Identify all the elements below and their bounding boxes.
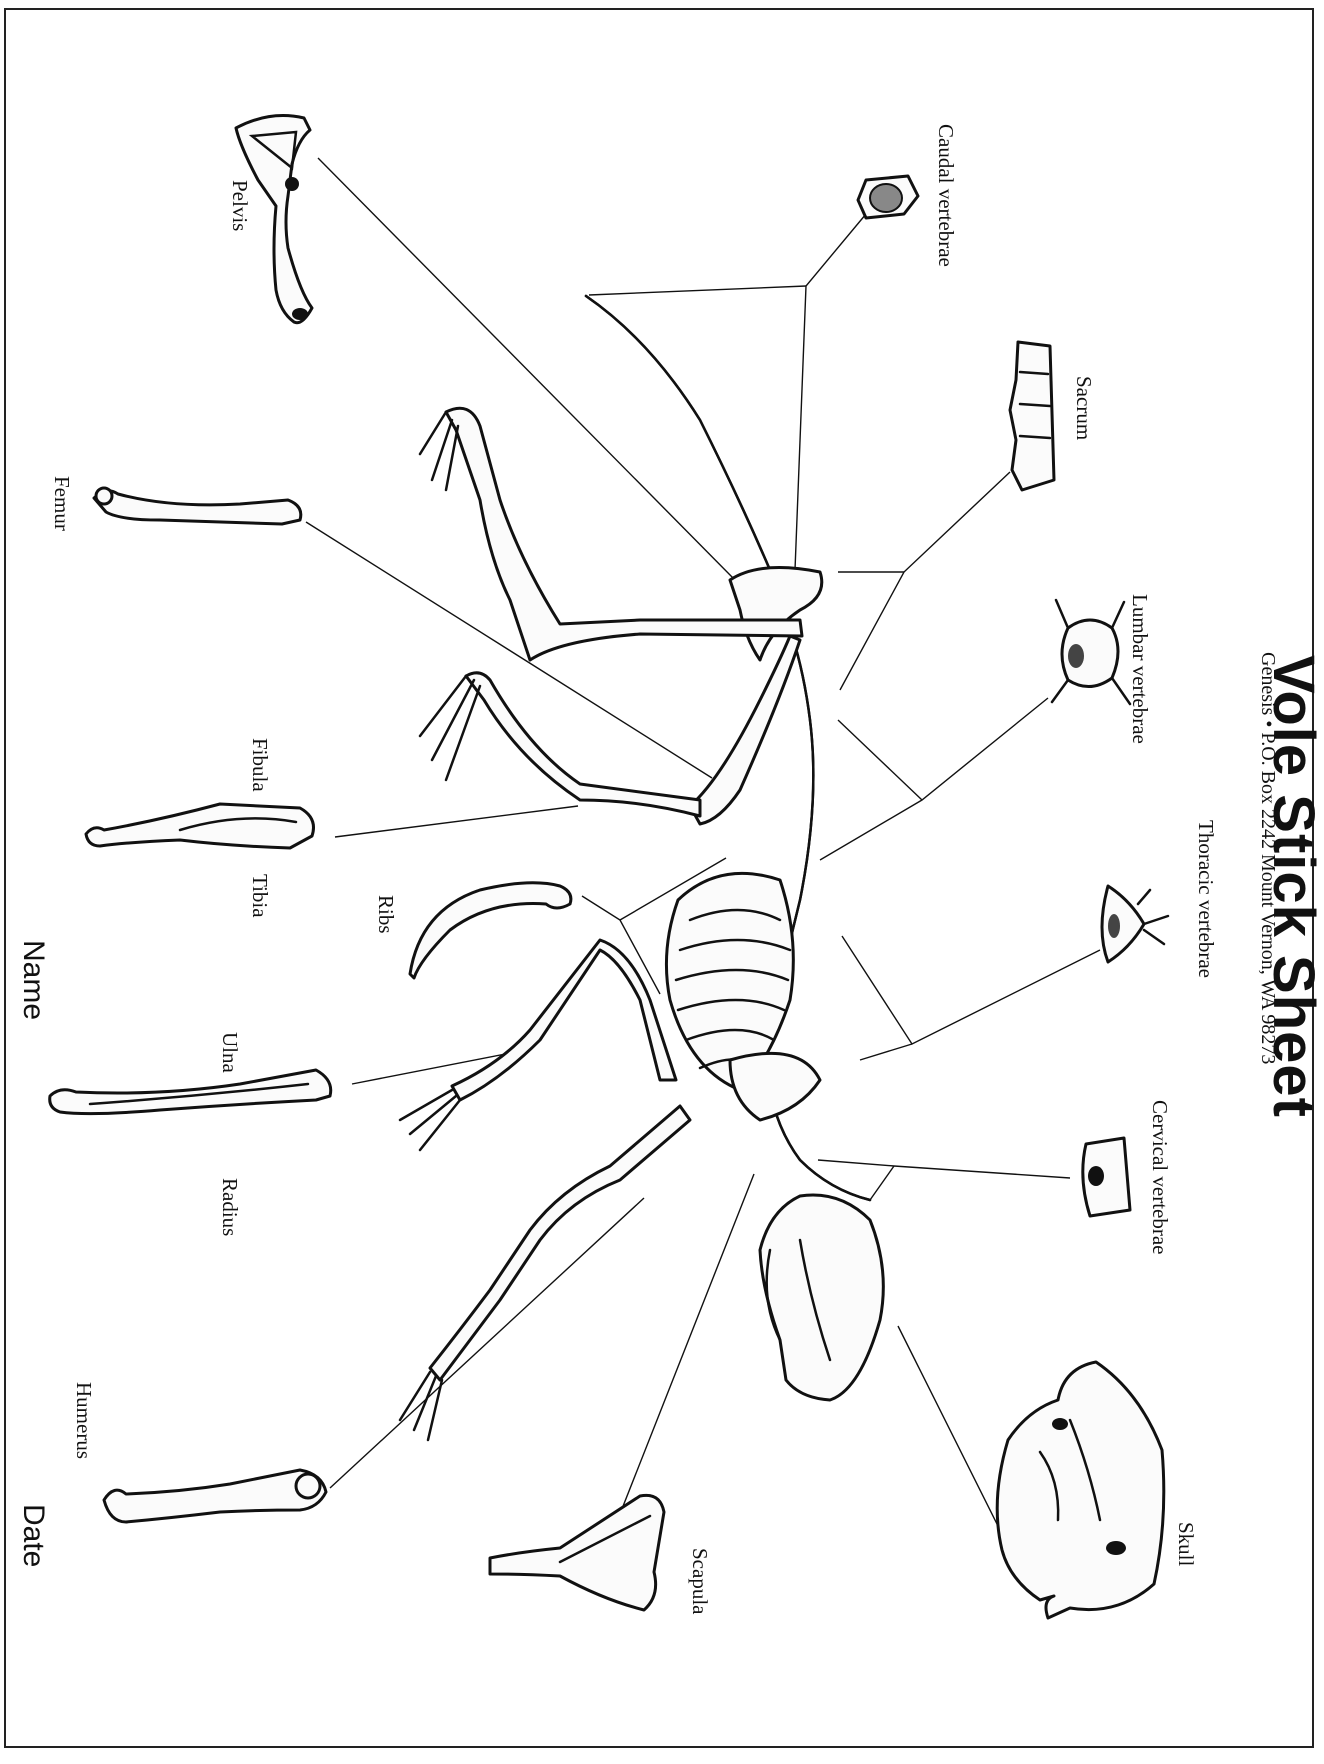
caudal-vertebra-bone [858, 176, 918, 218]
label-radius: Radius [219, 1178, 240, 1236]
label-femur: Femur [51, 476, 72, 531]
lumbar-vertebra-bone [1052, 600, 1130, 704]
femur-bone [94, 488, 301, 524]
label-skull: Skull [1175, 1522, 1196, 1566]
date-field-label: Date [18, 1504, 48, 1567]
label-ribs: Ribs [375, 895, 396, 934]
tibia-fibula-bone [86, 804, 314, 848]
label-ulna: Ulna [219, 1032, 240, 1073]
label-sacrum: Sacrum [1073, 376, 1094, 440]
scapula-bone [490, 1495, 664, 1610]
thoracic-vertebra-bone [1102, 886, 1168, 962]
label-scapula: Scapula [689, 1548, 710, 1614]
name-field-label: Name [18, 940, 48, 1020]
label-humerus: Humerus [73, 1382, 94, 1459]
label-pelvis: Pelvis [229, 180, 250, 231]
label-fibula: Fibula [249, 738, 270, 792]
label-caudal-vertebrae: Caudal vertebrae [935, 124, 956, 267]
cervical-vertebra-bone [1083, 1138, 1130, 1216]
sacrum-bone [1010, 342, 1054, 490]
ulna-radius-bone [50, 1070, 331, 1114]
rib-bone [410, 883, 571, 978]
publisher-line: Genesis • P.O. Box 2242 Mount Vernon, WA… [1258, 652, 1278, 1064]
label-lumbar-vertebrae: Lumbar vertebrae [1129, 594, 1150, 744]
skull-bone [997, 1362, 1164, 1618]
vole-skeleton [400, 296, 883, 1440]
humerus-bone [104, 1470, 326, 1522]
label-tibia: Tibia [249, 874, 270, 918]
label-thoracic-vertebrae: Thoracic vertebrae [1195, 820, 1216, 978]
label-cervical-vertebrae: Cervical vertebrae [1149, 1100, 1170, 1255]
leader-lines [306, 158, 1100, 1590]
